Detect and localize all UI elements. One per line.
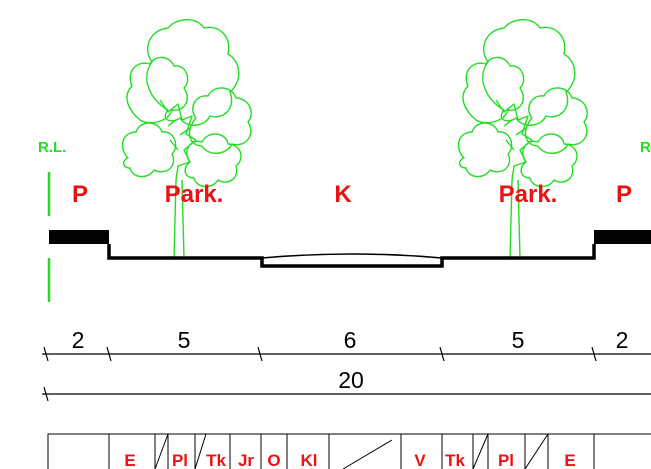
utility-label: E xyxy=(564,451,575,469)
utility-label: V xyxy=(414,451,426,469)
dimension-tick xyxy=(591,346,597,362)
utility-label: O xyxy=(267,451,280,469)
reference-line-label-left: R.L. xyxy=(38,139,66,156)
dimension-value: 2 xyxy=(616,327,629,353)
utility-label: Jr xyxy=(238,451,254,469)
reference-line-label-right: R xyxy=(640,139,651,156)
utility-label: Tk xyxy=(445,451,465,469)
sidewalk-right xyxy=(594,230,651,244)
dimension-tick xyxy=(43,346,49,362)
zone-label-parking-right: Park. xyxy=(499,181,558,208)
road-crown xyxy=(261,253,443,259)
utility-label: Pl xyxy=(172,451,188,469)
zone-label-sidewalk-right: P xyxy=(616,181,632,208)
utility-label: E xyxy=(124,451,135,469)
utility-strip-frame xyxy=(47,433,651,469)
dimension-value: 6 xyxy=(344,327,357,353)
dimension-tick xyxy=(439,346,445,362)
dimension-value: 2 xyxy=(72,327,85,353)
zone-label-carriageway: K xyxy=(334,181,352,208)
tree-right xyxy=(457,19,588,259)
dimension-tick xyxy=(43,386,49,402)
utility-strip: E Pl Tk Jr O Kl V Tk Pl E xyxy=(47,433,651,469)
dimension-tick xyxy=(106,346,112,362)
dimension-value: 5 xyxy=(512,327,525,353)
road-profile xyxy=(107,244,596,268)
dimension-tick xyxy=(257,346,263,362)
total-width-value: 20 xyxy=(338,367,364,393)
dimension-segments: 2 5 6 5 2 xyxy=(42,327,651,362)
zone-label-sidewalk-left: P xyxy=(72,181,88,208)
utility-label: Pl xyxy=(498,451,514,469)
utility-label: Kl xyxy=(301,451,318,469)
sidewalk-left xyxy=(49,230,109,244)
zone-label-parking-left: Park. xyxy=(165,181,224,208)
tree-left xyxy=(121,19,252,259)
ground-profile xyxy=(49,230,651,268)
utility-label: Tk xyxy=(206,451,226,469)
dimension-value: 5 xyxy=(178,327,191,353)
dimension-total: 20 xyxy=(42,367,651,402)
